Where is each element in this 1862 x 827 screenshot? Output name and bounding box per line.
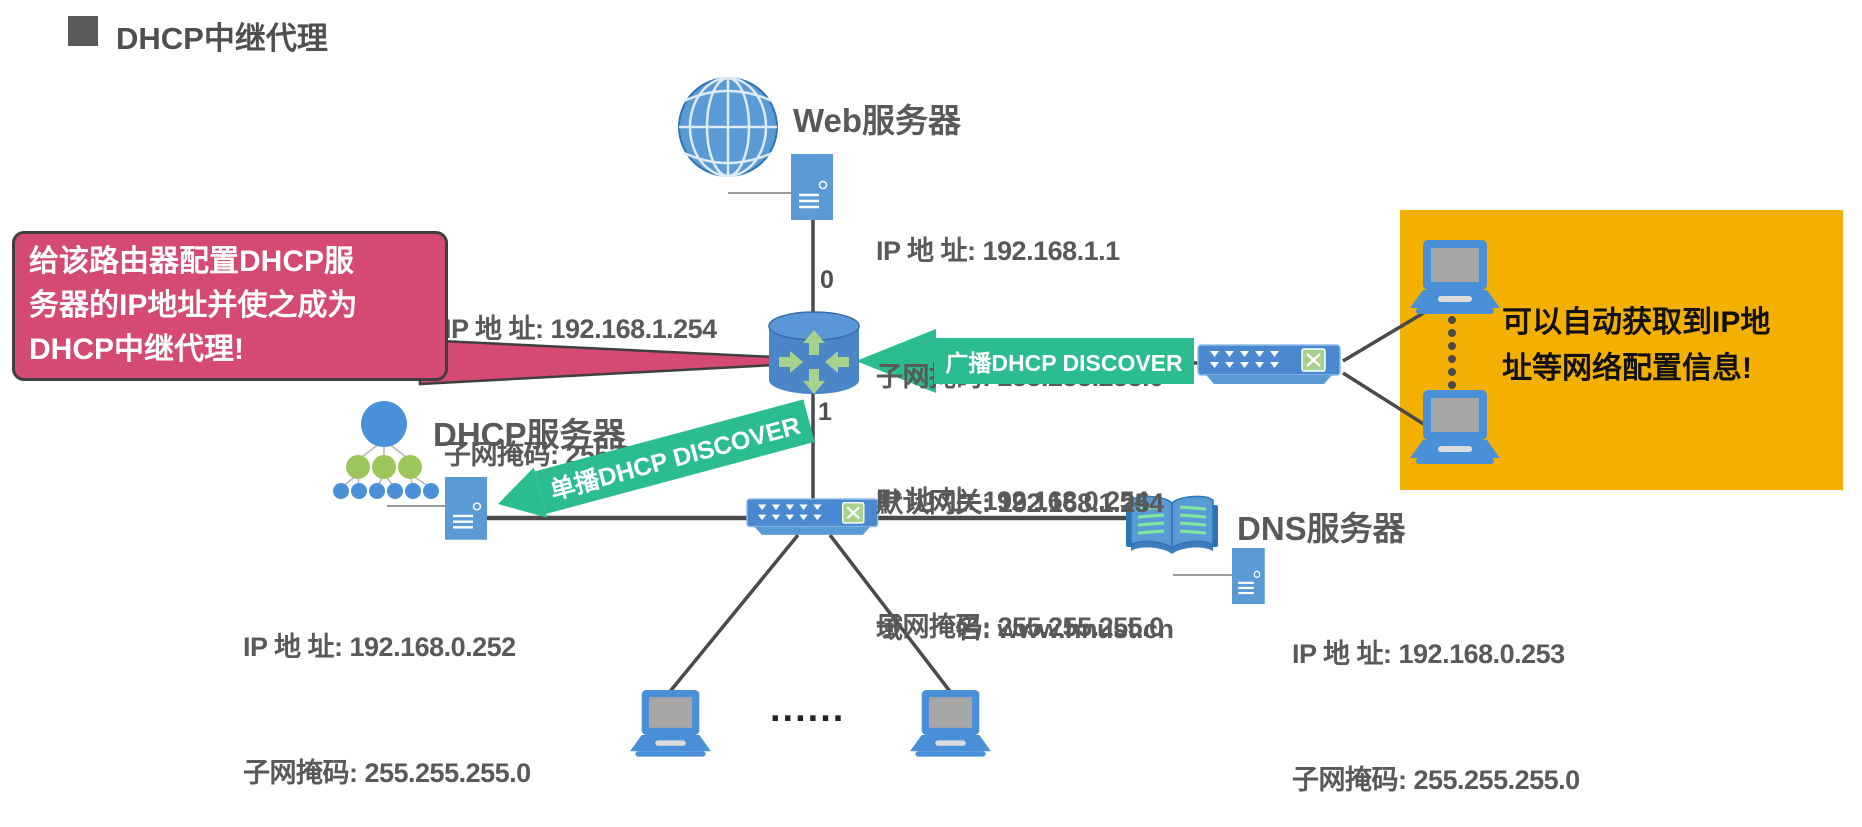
- router-subnet0-info: IP 地 址: 192.168.0.254 子网掩码: 255.255.255.…: [876, 396, 1164, 732]
- router-subnet1-info: IP 地 址: 192.168.1.254 子网掩码: 255.255.255.…: [444, 224, 732, 560]
- dns-server-info: IP 地 址: 192.168.0.253 子网掩码: 255.255.255.…: [1292, 549, 1601, 827]
- client-laptop-bottom-icon: [1410, 390, 1500, 464]
- pink-callout: 给该路由器配置DHCP服 务器的IP地址并使之成为 DHCP中继代理!: [12, 231, 448, 381]
- broadcast-dhcp-discover-label: 广播DHCP DISCOVER: [934, 338, 1194, 384]
- router-port-1-label: 1: [818, 398, 832, 426]
- router-if1-ip: IP 地 址: 192.168.0.254: [876, 486, 1149, 516]
- dhcp-tree-icon: [333, 401, 439, 499]
- pink-callout-line1: 给该路由器配置DHCP服: [29, 245, 355, 278]
- client-laptop-top-icon: [1410, 240, 1500, 314]
- dns-server-label: DNS服务器: [1237, 510, 1406, 547]
- router-icon: [768, 311, 860, 394]
- web-gateway: 默认网关: 192.168.1.254: [876, 488, 1164, 518]
- subnet-switch-icon: [745, 497, 879, 537]
- host-links: [387, 192, 1233, 576]
- pink-callout-line2: 务器的IP地址并使之成为: [29, 289, 358, 322]
- access-switch-icon: [1196, 343, 1342, 386]
- dhcp-ip: IP 地 址: 192.168.0.252: [243, 632, 516, 662]
- page-title: DHCP中继代理: [116, 21, 328, 56]
- globe-icon: [678, 76, 778, 178]
- clients-dotted-separator: [1448, 316, 1456, 389]
- dns-book-icon: [1126, 495, 1218, 554]
- web-server-icon: [789, 152, 835, 222]
- router-if0-ip: IP 地 址: 192.168.1.254: [444, 314, 717, 344]
- dns-ip: IP 地 址: 192.168.0.253: [1292, 639, 1565, 669]
- orange-callout-line2: 址等网络配置信息!: [1502, 352, 1752, 385]
- web-domain: 域 名: www.hnust.cn: [876, 614, 1174, 644]
- dhcp-server-label: DHCP服务器: [433, 416, 626, 453]
- broadcast-arrowhead: [856, 329, 936, 393]
- router-port-0-label: 0: [820, 266, 834, 294]
- more-hosts-ellipsis: ......: [770, 688, 846, 730]
- orange-callout-line1: 可以自动获取到IP地: [1502, 306, 1771, 339]
- web-ip: IP 地 址: 192.168.1.1: [876, 236, 1120, 266]
- dns-server-icon: [1230, 546, 1266, 606]
- dhcp-server-info: IP 地 址: 192.168.0.252 子网掩码: 255.255.255.…: [243, 542, 531, 827]
- web-server-label: Web服务器: [793, 102, 962, 139]
- orange-callout-text: 可以自动获取到IP地 址等网络配置信息!: [1502, 300, 1847, 392]
- title-bullet-square: [68, 16, 98, 46]
- dns-mask: 子网掩码: 255.255.255.0: [1292, 765, 1580, 795]
- router-if1-mask: 子网掩码: 255.255.255.0: [876, 612, 1164, 642]
- dhcp-mask: 子网掩码: 255.255.255.0: [243, 758, 531, 788]
- pink-callout-line3: DHCP中继代理!: [29, 333, 244, 366]
- subnet-laptop-left-icon: [630, 690, 711, 757]
